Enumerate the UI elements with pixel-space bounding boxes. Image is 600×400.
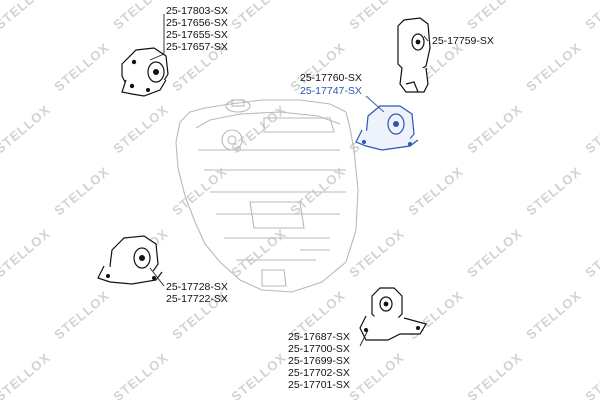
engine-mount-top-right[interactable] (397, 17, 431, 93)
watermark-text: STELLOX (405, 164, 466, 219)
engine-mount-top-left[interactable] (121, 47, 169, 97)
watermark-text: STELLOX (51, 164, 112, 219)
part-number[interactable]: 25-17760-SX (300, 72, 362, 84)
watermark-text: STELLOX (0, 350, 53, 400)
engine-mount-center[interactable] (355, 105, 419, 151)
watermark-text: STELLOX (523, 288, 584, 343)
engine-mount-middle-left[interactable] (97, 235, 163, 285)
part-number-highlighted[interactable]: 25-17747-SX (300, 85, 362, 97)
callout-center: 25-17760-SX 25-17747-SX (300, 72, 362, 97)
part-number[interactable]: 25-17687-SX (288, 331, 350, 343)
part-number[interactable]: 25-17803-SX (166, 5, 228, 17)
watermark-text: STELLOX (582, 0, 600, 32)
watermark-text: STELLOX (464, 0, 525, 32)
callout-top-left: 25-17803-SX 25-17656-SX 25-17655-SX 25-1… (166, 5, 228, 53)
watermark-text: STELLOX (287, 164, 348, 219)
watermark-text: STELLOX (228, 350, 289, 400)
watermark-text: STELLOX (582, 226, 600, 281)
part-number[interactable]: 25-17655-SX (166, 29, 228, 41)
callout-top-right: 25-17759-SX (432, 35, 494, 47)
watermark-text: STELLOX (0, 102, 53, 157)
part-number[interactable]: 25-17759-SX (432, 35, 494, 47)
watermark-text: STELLOX (523, 164, 584, 219)
watermark-text: STELLOX (0, 226, 53, 281)
watermark-text: STELLOX (110, 350, 171, 400)
watermark-text: STELLOX (51, 288, 112, 343)
part-number[interactable]: 25-17656-SX (166, 17, 228, 29)
leader-lines (149, 14, 429, 347)
part-number[interactable]: 25-17699-SX (288, 355, 350, 367)
watermark-text: STELLOX (228, 0, 289, 32)
part-number[interactable]: 25-17700-SX (288, 343, 350, 355)
watermark-text: STELLOX (346, 350, 407, 400)
callout-bottom-right: 25-17687-SX 25-17700-SX 25-17699-SX 25-1… (288, 331, 350, 391)
part-number[interactable]: 25-17701-SX (288, 379, 350, 391)
watermark-text: STELLOX (582, 102, 600, 157)
watermark-text: STELLOX (110, 0, 171, 32)
watermark-text: STELLOX (464, 226, 525, 281)
part-number[interactable]: 25-17728-SX (166, 281, 228, 293)
watermark-text: STELLOX (110, 102, 171, 157)
part-number[interactable]: 25-17722-SX (166, 293, 228, 305)
part-number[interactable]: 25-17657-SX (166, 41, 228, 53)
watermark-text: STELLOX (51, 40, 112, 95)
watermark-text: STELLOX (346, 226, 407, 281)
watermark-text: STELLOX (0, 0, 53, 32)
engine-mount-bottom-right[interactable] (359, 287, 427, 341)
engine-block-outline (175, 99, 359, 293)
watermark-text: STELLOX (464, 102, 525, 157)
watermark-text: STELLOX (523, 40, 584, 95)
part-number[interactable]: 25-17702-SX (288, 367, 350, 379)
watermark-text: STELLOX (582, 350, 600, 400)
watermark-text: STELLOX (228, 226, 289, 281)
watermark-text: STELLOX (464, 350, 525, 400)
callout-middle-left: 25-17728-SX 25-17722-SX (166, 281, 228, 305)
